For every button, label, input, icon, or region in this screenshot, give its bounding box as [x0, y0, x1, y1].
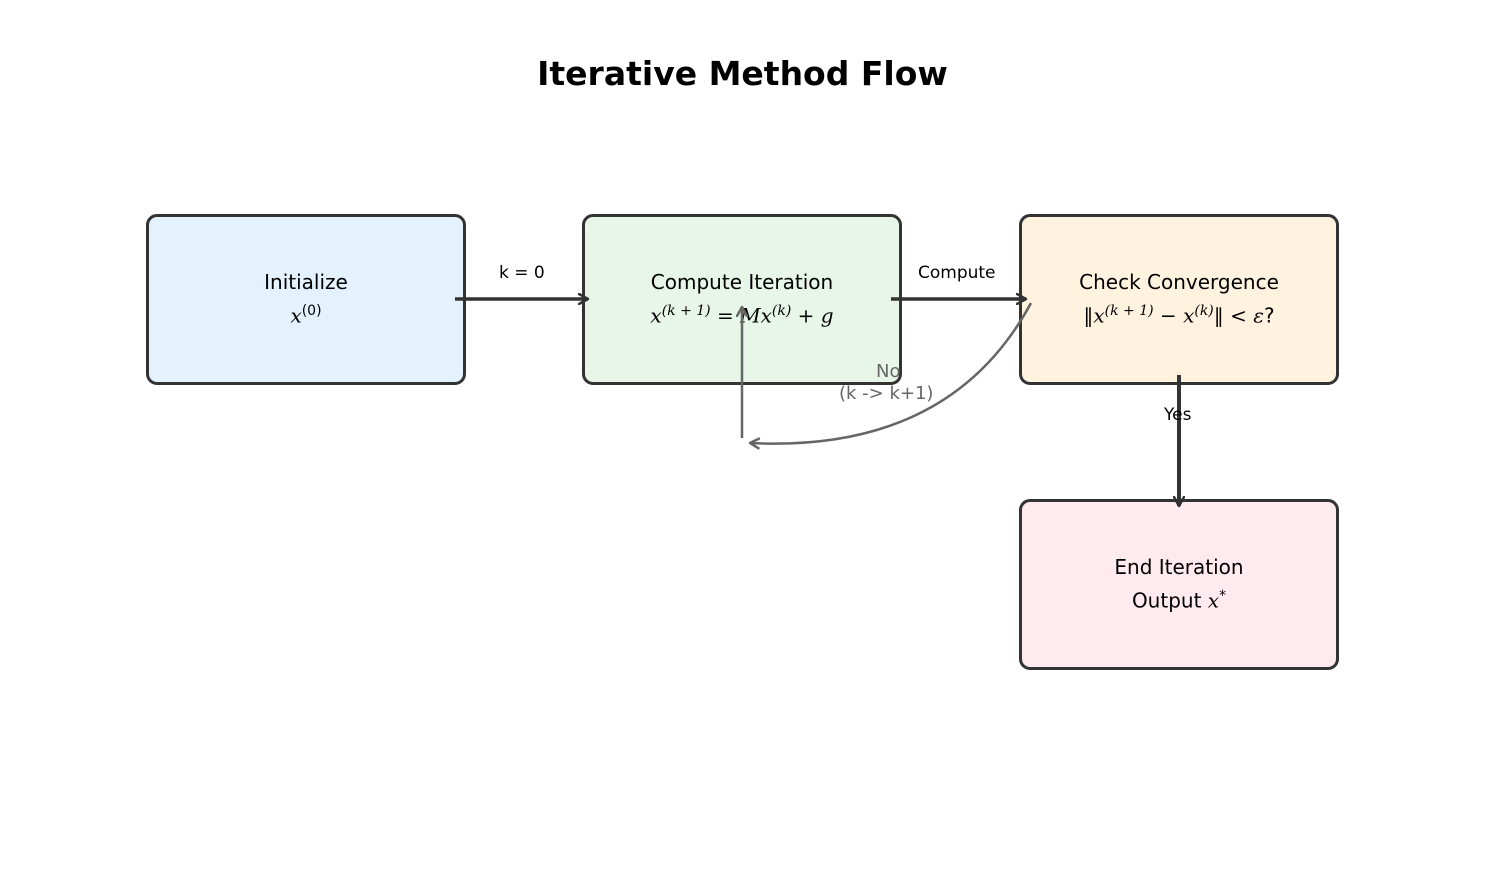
node-end-iteration: End Iteration Output x*: [1019, 499, 1339, 670]
node-check-convergence: Check Convergence ‖x(k + 1) − x(k)‖ < ε?: [1019, 214, 1339, 385]
diagram-title: Iterative Method Flow: [537, 54, 948, 93]
node-end-label: End Iteration: [1114, 555, 1244, 580]
edge-label-yes: Yes: [1164, 405, 1192, 425]
edge-label-no: No: [876, 361, 901, 382]
edge-label-compute: Compute: [918, 263, 996, 283]
node-check-label: Check Convergence: [1079, 270, 1279, 295]
edge-loop-back: [750, 302, 1033, 444]
node-compute-label: Compute Iteration: [650, 270, 834, 295]
node-end-output: Output x*: [1131, 588, 1227, 613]
node-initialize-label: Initialize: [264, 270, 348, 295]
edge-label-k0: k = 0: [499, 263, 545, 283]
edge-label-increment: (k -> k+1): [839, 383, 934, 404]
node-initialize: Initialize x(0): [146, 214, 466, 385]
node-check-formula: ‖x(k + 1) − x(k)‖ < ε?: [1083, 303, 1275, 328]
node-initialize-formula: x(0): [290, 303, 322, 328]
